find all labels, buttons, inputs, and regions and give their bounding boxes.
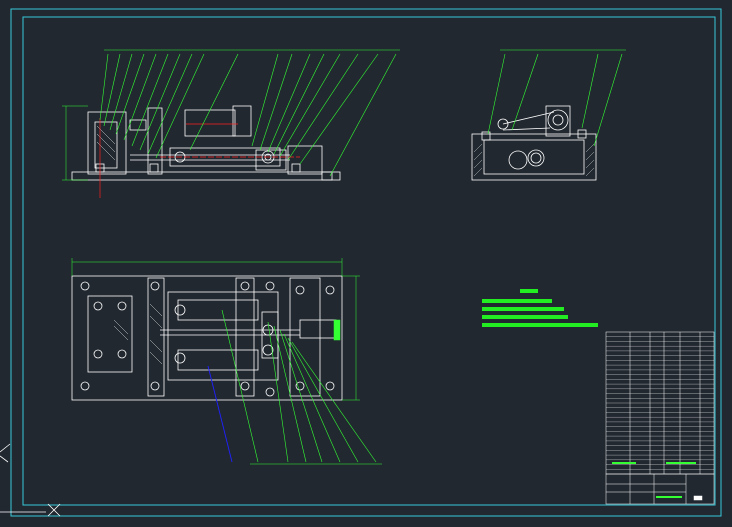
sheet-frame: [10, 8, 722, 517]
parts-list-rows: [606, 336, 714, 470]
front-elevation-callouts: [99, 49, 400, 177]
top-plan-blue-leader: [207, 365, 233, 463]
top-plan-view: [71, 275, 343, 401]
side-elevation-callouts: [487, 49, 626, 147]
top-plan-hatch: [113, 303, 163, 365]
front-elevation-centerlines: [99, 118, 300, 198]
ucs-icon: [0, 443, 11, 463]
front-elevation-dimensions: [62, 105, 88, 181]
crosshair-cursor-icon: [0, 503, 61, 517]
front-elevation-view: [71, 105, 341, 181]
technical-notes: [482, 289, 598, 327]
side-elevation-hatch: [473, 143, 595, 177]
title-block-fill: [612, 462, 696, 498]
top-plan-dimensions: [71, 258, 360, 401]
title-block: [605, 473, 715, 505]
side-elevation-view: [471, 105, 597, 181]
top-plan-callouts: [221, 309, 382, 465]
